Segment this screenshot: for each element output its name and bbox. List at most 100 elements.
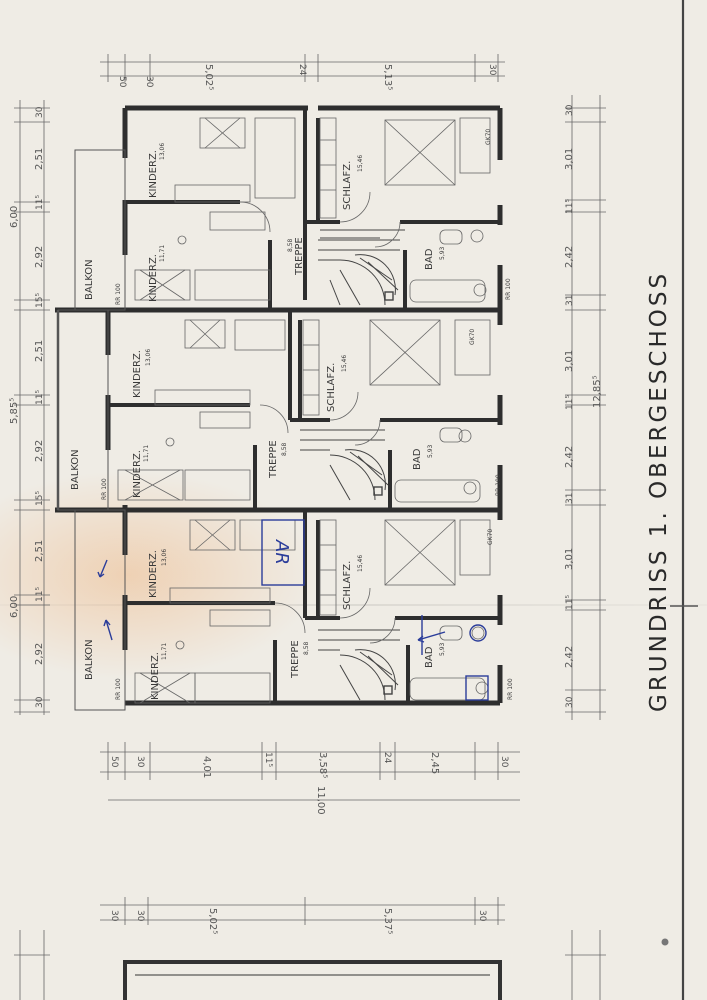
room-label: KINDERZ. [150,652,161,700]
dim-label: 2,42 [564,246,575,268]
dim-label: 5,02⁵ [203,64,214,90]
dim-label: 2,51 [34,340,45,362]
next-plan-dimension-chain [14,897,606,1000]
staircase-unit-1 [318,229,405,306]
dim-label: 2,92 [34,643,45,665]
dim-label: 24 [297,64,307,76]
right-dimension-chain [565,95,606,720]
dim-label: 30 [487,64,497,76]
building-walls [55,105,503,706]
dim-label: 15⁵ [35,491,45,506]
dim-label: 31 [565,295,575,306]
rr-label: RR 100 [505,278,512,300]
balcony-frames [56,149,126,711]
rr-label: RR 100 [115,283,122,305]
unit-3-labels: BALKON KINDERZ. 11,71 KINDERZ. 13,06 TRE… [84,529,514,700]
dim-total-label: 12,85⁵ [592,375,603,408]
dim-label: 50 [109,756,119,768]
dim-label: 30 [144,76,154,88]
dim-label: 2,42 [564,646,575,668]
dim-label: 11⁵ [35,587,45,602]
lower-dimension-labels: 50 30 4,01 11⁵ 3,58⁵ 24 2,45 30 11,00 [109,752,509,815]
dim-label: 30 [477,910,487,922]
dim-label: 5,37⁵ [382,908,393,934]
balkon-label: BALKON [70,449,81,490]
dim-label: 31 [565,493,575,504]
upper-dimension-chain [100,54,505,82]
furniture [117,117,491,704]
room-label: KINDERZ. [148,254,159,302]
unit-1-labels: BALKON KINDERZ. 11,71 KINDERZ. 13,06 TRE… [84,129,512,305]
dim-label: 11⁵ [35,390,45,405]
staircases [300,229,405,701]
dim-label: 11⁵ [35,195,45,210]
handwritten-markups [97,519,489,701]
dim-label: 3,01 [564,148,575,170]
dim-label: 3,01 [564,350,575,372]
dim-label: 3,58⁵ [317,752,328,778]
room-area: 15,46 [357,555,364,572]
paper-stain [0,470,320,680]
dim-label: 30 [565,696,575,708]
room-area: 11,71 [143,445,150,462]
drawing-title: GRUNDRISS 1. OBERGESCHOSS [646,271,672,712]
room-area: 13,06 [159,143,166,160]
dim-label: 30 [135,910,145,922]
staircase-unit-2 [300,429,389,501]
paper-fold [0,604,707,606]
next-plan-outline [123,960,502,1000]
dim-label: 2,92 [34,246,45,268]
dim-label: 30 [499,756,509,768]
ar-annotation: AR [271,539,292,565]
gk-label: GK70 [485,129,492,145]
dim-label: 2,92 [34,440,45,462]
dim-label: 15⁵ [35,293,45,308]
dim-label: 2,45 [429,752,440,774]
dim-label: 3,01 [564,548,575,570]
room-label: BAD [412,448,423,470]
ar-box [261,519,305,586]
room-area: 5,93 [427,444,434,458]
staircase-unit-3 [318,629,400,701]
room-area: 15,46 [341,355,348,372]
dim-label: 2,42 [564,446,575,468]
room-area: 11,71 [161,643,168,660]
dim-total-label: 11,00 [315,786,326,815]
dim-total-label: 6,00 [9,596,20,618]
left-dimension-chain [14,100,50,715]
room-label: BAD [424,646,435,668]
dim-label: 4,01 [201,756,212,778]
gk-label: GK70 [487,529,494,545]
dim-label: 30 [565,104,575,116]
room-label: TREPPE [294,237,305,276]
lower-dimension-chain [100,742,520,801]
left-dimension-labels: 30 2,51 11⁵ 2,92 15⁵ 6,00 2,51 11⁵ 2,92 … [9,106,45,708]
dim-label: 30 [35,106,45,118]
dim-label: 5,13⁵ [382,64,393,90]
dim-label: 11⁵ [263,752,273,767]
balkon-label: BALKON [84,639,95,680]
rr-label: RR 100 [507,678,514,700]
room-label: SCHLAFZ. [342,561,353,610]
room-label: KINDERZ. [148,150,159,198]
dim-total-label: 5,85⁵ [9,398,20,424]
dim-label: 30 [109,910,119,922]
upper-dimension-labels: 30 50 5,02⁵ 24 5,13⁵ 30 [117,64,497,90]
balkon-label: BALKON [84,259,95,300]
dim-label: 11⁵ [565,595,575,610]
room-label: KINDERZ. [148,550,159,598]
rr-label: RR 100 [495,474,502,496]
room-area: 5,93 [439,642,446,656]
rr-label: RR 100 [101,478,108,500]
room-label: TREPPE [290,640,301,679]
room-label: SCHLAFZ. [342,161,353,210]
room-area: 13,06 [145,349,152,366]
dim-label: 2,51 [34,148,45,170]
room-area: 8,58 [303,641,310,655]
dim-label: 2,51 [34,540,45,562]
next-plan-dimension-labels: 30 30 5,02⁵ 5,37⁵ 30 [109,908,487,934]
room-label: BAD [424,248,435,270]
right-dimension-labels: 30 3,01 11⁵ 2,42 31 3,01 11⁵ 2,42 31 3,0… [564,104,603,708]
room-area: 13,06 [161,549,168,566]
dim-label: 30 [35,696,45,708]
